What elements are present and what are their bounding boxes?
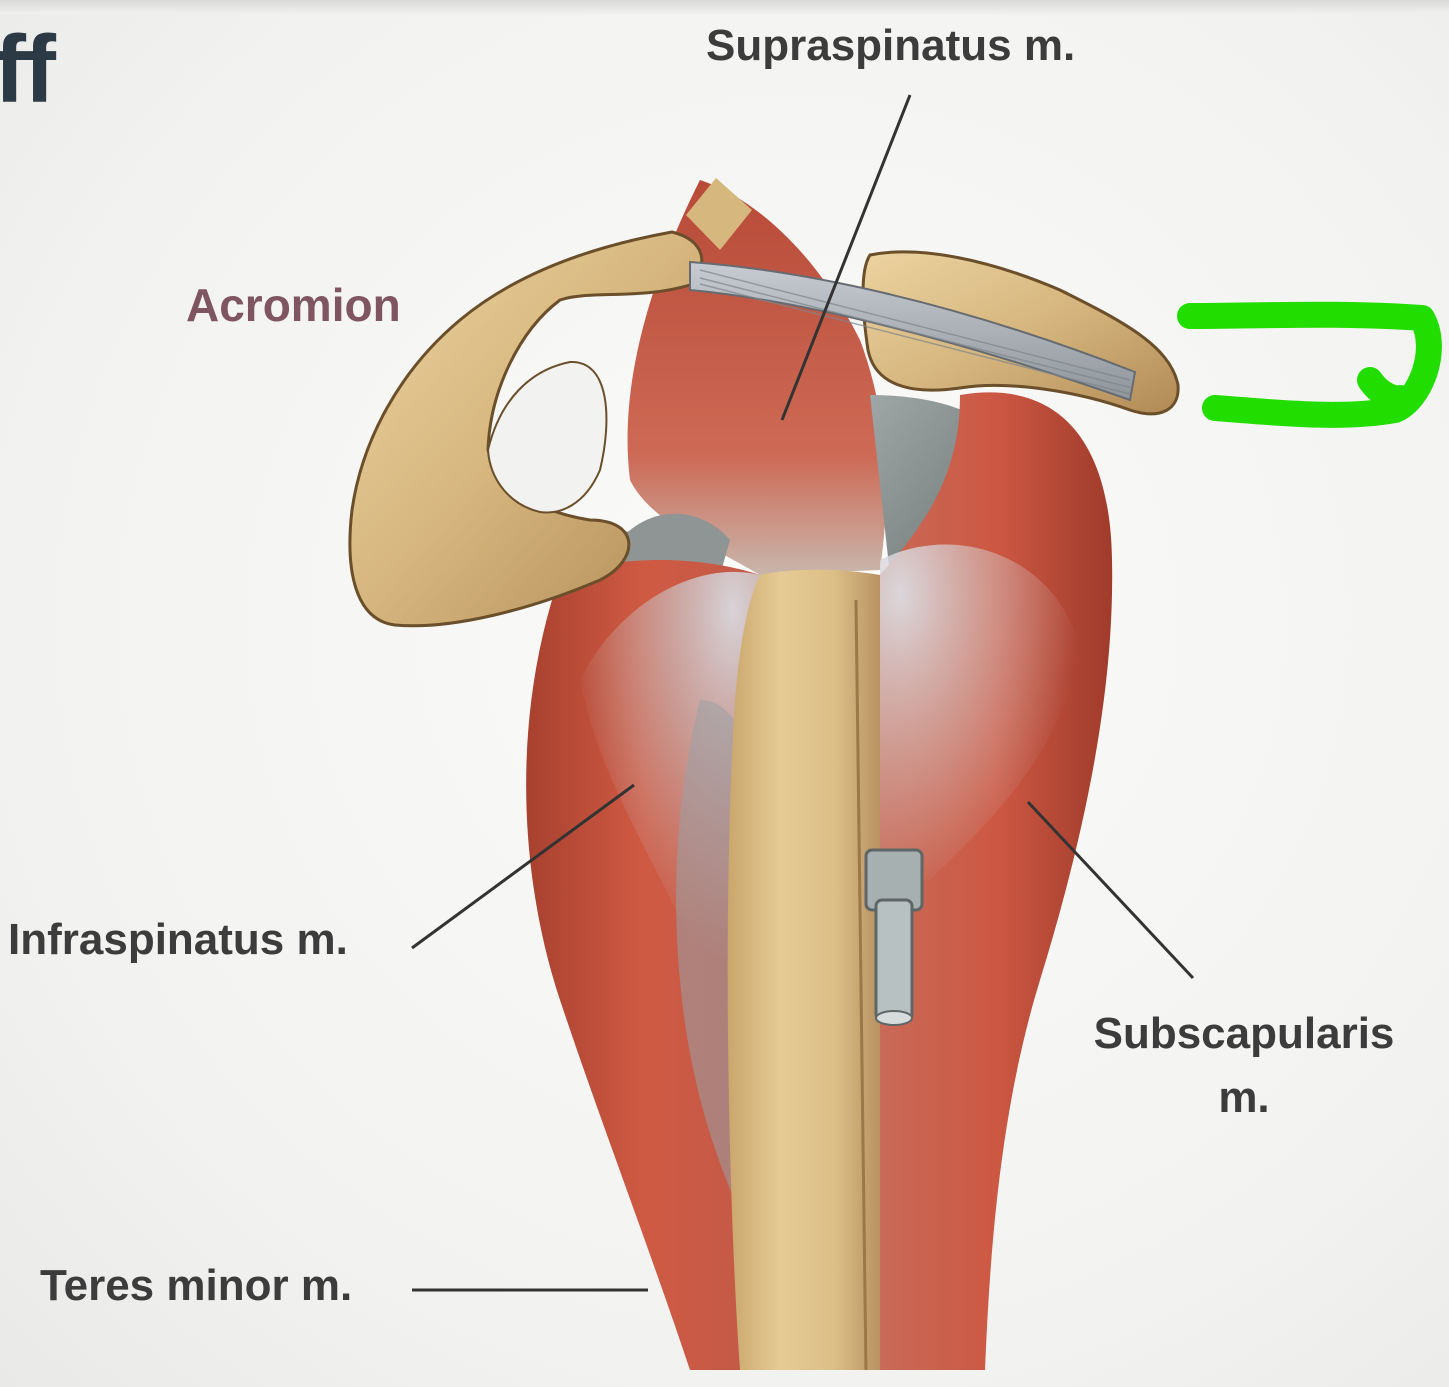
acromion-notch [486,360,608,514]
humerus-shaft [727,569,880,1370]
label-infraspinatus: Infraspinatus m. [8,915,348,964]
label-subscapularis: Subscapularis m. [1093,1009,1395,1122]
ligament-fibers [699,269,1133,395]
leader-supraspinatus [780,94,912,421]
subscapularis-tendon-fan [880,544,1080,880]
top-edge-shadow [0,0,1449,14]
joint-capsule-left [620,513,730,575]
label-teres-minor: Teres minor m. [40,1261,353,1310]
humerus-shaft-edge [854,599,868,1371]
slide-title-fragment: ff [0,16,56,123]
supraspinatus-tip [686,178,752,250]
leader-lines [411,94,1195,1292]
acromion-bone [348,230,704,628]
label-acromion: Acromion [186,279,401,331]
green-highlight-mark [1177,301,1442,428]
leader-infraspinatus [411,783,635,950]
label-supraspinatus: Supraspinatus m. [706,21,1076,70]
leader-subscapularis [1026,800,1195,980]
biceps-tendon-stump [864,848,924,1026]
